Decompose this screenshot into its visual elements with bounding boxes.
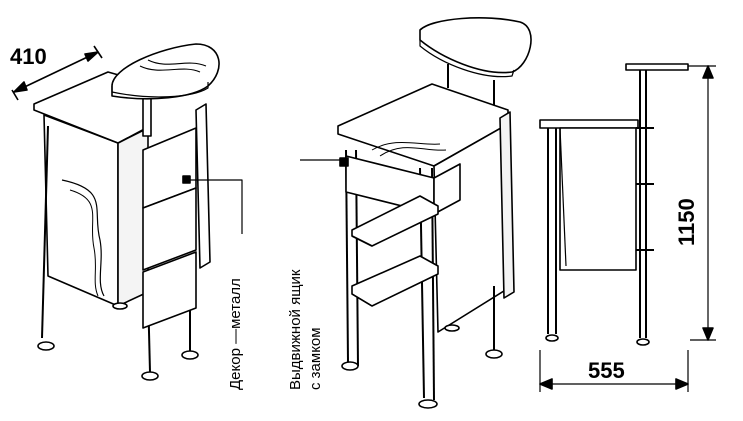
depth-dimension bbox=[11, 45, 103, 101]
height-label: 1150 bbox=[674, 198, 699, 246]
height-dimension bbox=[688, 65, 716, 341]
cabinet-side-panel bbox=[43, 114, 119, 307]
top-shelf bbox=[625, 63, 689, 71]
leg-foot bbox=[485, 349, 503, 359]
side-rail bbox=[499, 111, 515, 299]
side-rail bbox=[195, 103, 211, 269]
width-label: 555 bbox=[588, 358, 625, 383]
drawer-front bbox=[142, 251, 197, 329]
bottom-shelf bbox=[351, 255, 439, 307]
closed-cabinet-view bbox=[11, 43, 243, 381]
top-shelf bbox=[111, 43, 220, 100]
leg-foot bbox=[181, 350, 199, 360]
open-cabinet-view bbox=[300, 17, 532, 409]
leg-foot bbox=[37, 341, 55, 351]
drawer-annotation-line2: с замком bbox=[307, 327, 324, 390]
cabinet-side-panel bbox=[559, 127, 637, 271]
decor-annotation: Декор —металл bbox=[227, 278, 244, 390]
leg-foot bbox=[141, 371, 159, 381]
cabinet-decor-wave bbox=[61, 179, 105, 297]
drawer-front bbox=[142, 187, 197, 271]
drawer-annotation-line1: Выдвижной ящик bbox=[287, 269, 304, 390]
leg-foot bbox=[341, 361, 359, 371]
support-post bbox=[142, 95, 152, 137]
depth-label: 410 bbox=[10, 44, 47, 69]
width-dimension bbox=[539, 350, 689, 392]
decor-leader-line bbox=[186, 179, 243, 234]
top-shelf bbox=[419, 17, 532, 74]
cabinet-top bbox=[539, 119, 639, 129]
leg-foot bbox=[418, 399, 438, 409]
drawer-lock bbox=[339, 157, 349, 167]
side-profile-view bbox=[539, 63, 716, 392]
